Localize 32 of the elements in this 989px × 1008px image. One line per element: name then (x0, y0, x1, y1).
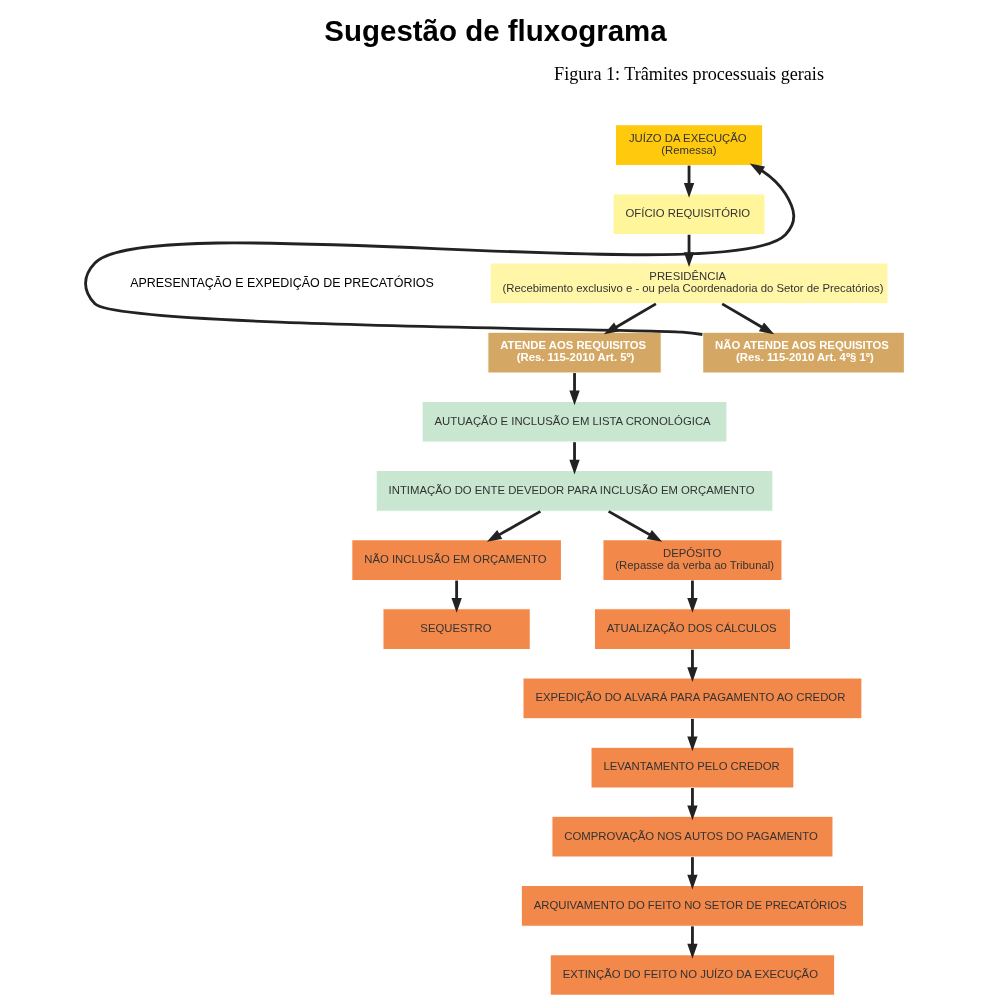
label: APRESENTAÇÃO E EXPEDIÇÃO DE PRECATÓRIOS (129, 275, 434, 290)
arrow (686, 925, 698, 959)
arrow (568, 441, 580, 474)
node-box: JUÍZO DA EXECUÇÃO (Remessa) (614, 123, 763, 166)
node-box: INTIMAÇÃO DO ENTE DEVEDOR PARA INCLUSÃO EM ORÇAMENTO (375, 469, 773, 512)
arrow (686, 718, 698, 751)
node-box: NÃO ATENDE AOS REQUISITOS (Res. 115-2010 Art. 4º§ 1º) (701, 331, 905, 374)
node-box: ARQUIVAMENTO DO FEITO NO SETOR DE PRECATÓRIOS (520, 884, 864, 927)
node-box: DEPÓSITO (Repasse da verba ao Tribunal) (601, 538, 783, 581)
arrow (450, 580, 462, 613)
node-box: EXPEDIÇÃO DO ALVARÁ PARA PAGAMENTO AO CREDOR (521, 676, 862, 719)
node-box: SEQUESTRO (381, 607, 531, 650)
caption: Figura 1: Trâmites processuais gerais (553, 63, 824, 84)
node-box: OFÍCIO REQUISITÓRIO (612, 192, 766, 235)
diagram-title: Sugestão de fluxograma (323, 13, 667, 47)
arrow (686, 580, 698, 613)
arrow (686, 649, 698, 682)
arrow (720, 302, 774, 334)
node-box: COMPROVAÇÃO NOS AUTOS DO PAGAMENTO (550, 815, 834, 858)
arrow (686, 856, 698, 889)
node-box: PRESIDÊNCIA (Recebimento exclusivo e - ou pela Coordenadoria do Setor de Precatórios) (489, 261, 889, 304)
node-box: EXTINÇÃO DO FEITO NO JUÍZO DA EXECUÇÃO (549, 953, 835, 996)
node-box: AUTUAÇÃO E INCLUSÃO EM LISTA CRONOLÓGICA (420, 400, 728, 443)
arrow (683, 165, 694, 198)
arrow (686, 787, 698, 820)
node-box: LEVANTAMENTO PELO CREDOR (589, 746, 794, 788)
arrow (486, 509, 541, 542)
node-box: NÃO INCLUSÃO EM ORÇAMENTO (350, 538, 562, 581)
arrow (607, 509, 662, 542)
node-box: ATUALIZAÇÃO DOS CÁLCULOS (593, 607, 791, 650)
node-box: ATENDE AOS REQUISITOS (Res. 115-2010 Art. 5º) (486, 331, 662, 374)
arrow (568, 372, 580, 405)
